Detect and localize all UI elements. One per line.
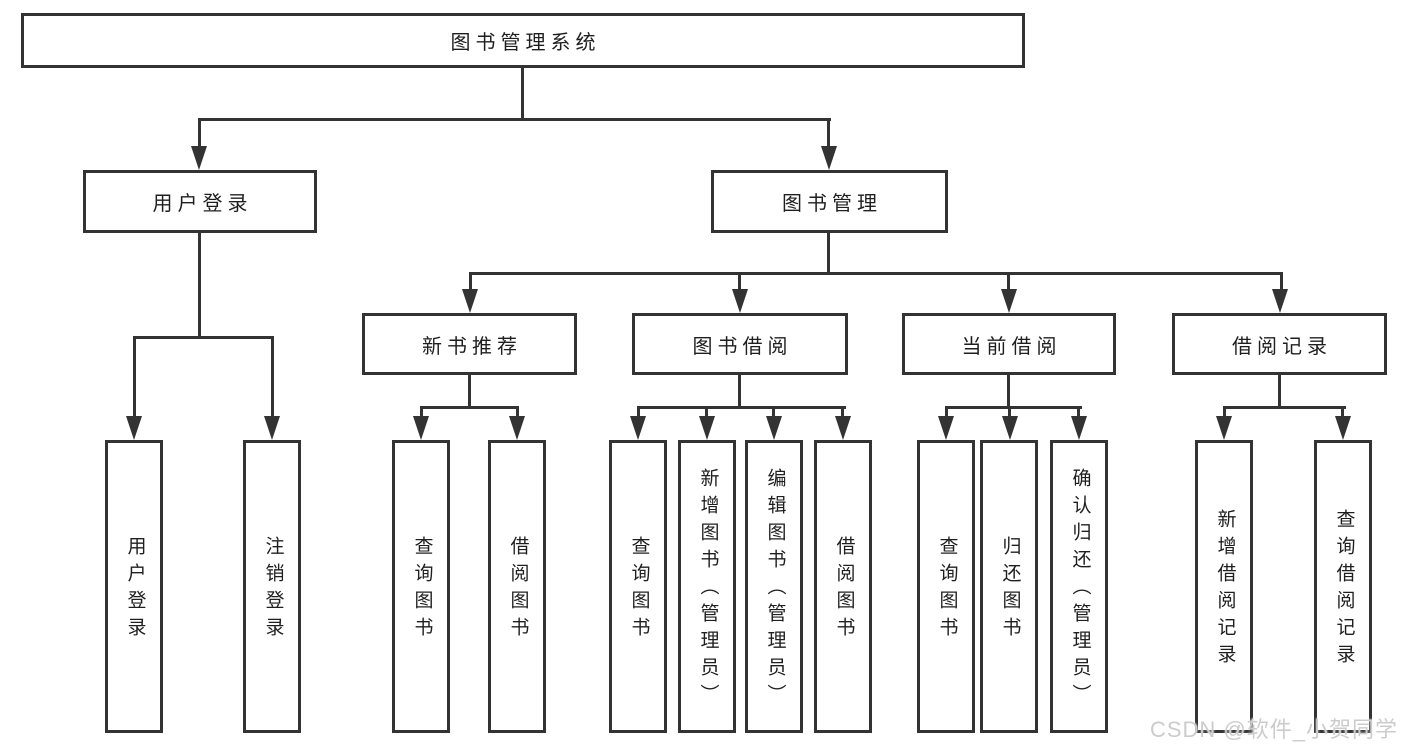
node-query-books-borrow: 查询图书 <box>609 440 667 733</box>
arrow-to-book-borrow <box>732 289 748 313</box>
node-user-login-module: 用户登录 <box>83 170 317 233</box>
connector-borrow-stem <box>738 375 741 409</box>
connector-bookmgmt-drop-3 <box>1007 272 1010 292</box>
connector-userlogin-drop-2 <box>271 336 274 421</box>
connector-userlogin-drop-1 <box>133 336 136 421</box>
connector-current-drop-2 <box>1008 406 1011 421</box>
connector-newbook-drop-2 <box>516 406 519 421</box>
node-user-login-leaf: 用户登录 <box>105 440 163 733</box>
connector-root-drop-right <box>827 118 830 150</box>
arrow-to-user-login <box>191 146 207 170</box>
connector-records-drop-1 <box>1223 406 1226 421</box>
connector-current-bar <box>945 406 1082 409</box>
node-query-books-current: 查询图书 <box>917 440 975 733</box>
connector-newbook-stem <box>468 375 471 409</box>
arrow-records-leaf-1 <box>1216 416 1232 440</box>
connector-records-drop-2 <box>1341 406 1344 421</box>
arrow-to-book-management <box>821 146 837 170</box>
arrow-borrow-leaf-2 <box>699 416 715 440</box>
connector-userlogin-stem <box>198 233 201 336</box>
connector-bookmgmt-bar <box>469 272 1283 275</box>
connector-records-stem <box>1278 375 1281 409</box>
arrow-borrow-leaf-4 <box>835 416 851 440</box>
connector-borrow-drop-3 <box>772 406 775 421</box>
node-borrow-books-newbook: 借阅图书 <box>488 440 546 733</box>
node-book-borrow: 图书借阅 <box>632 313 848 375</box>
node-borrow-records: 借阅记录 <box>1172 313 1387 375</box>
arrow-to-current-borrow <box>1001 289 1017 313</box>
connector-borrow-bar <box>637 406 846 409</box>
connector-bookmgmt-stem <box>827 233 830 272</box>
node-root: 图书管理系统 <box>21 13 1025 68</box>
arrow-current-leaf-3 <box>1071 416 1087 440</box>
arrow-current-leaf-2 <box>1002 416 1018 440</box>
node-logout-leaf: 注销登录 <box>243 440 301 733</box>
node-add-borrow-record: 新增借阅记录 <box>1195 440 1253 733</box>
arrow-borrow-leaf-3 <box>766 416 782 440</box>
node-confirm-return-admin: 确认归还（管理员） <box>1050 440 1108 733</box>
node-add-books-admin: 新增图书（管理员） <box>678 440 736 733</box>
connector-current-stem <box>1007 375 1010 409</box>
connector-current-drop-3 <box>1077 406 1080 421</box>
connector-borrow-drop-2 <box>705 406 708 421</box>
arrow-to-borrow-records <box>1272 289 1288 313</box>
arrow-records-leaf-2 <box>1335 416 1351 440</box>
node-return-books: 归还图书 <box>980 440 1038 733</box>
connector-bookmgmt-drop-4 <box>1280 272 1283 292</box>
connector-borrow-drop-4 <box>841 406 844 421</box>
node-book-management: 图书管理 <box>711 170 948 233</box>
node-new-book-recommend: 新书推荐 <box>362 313 577 375</box>
arrow-newbook-leaf-2 <box>509 416 525 440</box>
arrow-to-logout-leaf <box>264 416 280 440</box>
arrow-newbook-leaf-1 <box>413 416 429 440</box>
arrow-to-new-book-recommend <box>462 289 478 313</box>
arrow-borrow-leaf-1 <box>630 416 646 440</box>
connector-userlogin-bar <box>133 336 274 339</box>
arrow-current-leaf-1 <box>938 416 954 440</box>
connector-newbook-bar <box>420 406 519 409</box>
node-query-borrow-record: 查询借阅记录 <box>1314 440 1372 733</box>
connector-bookmgmt-drop-1 <box>469 272 472 292</box>
connector-root-drop-left <box>198 118 201 150</box>
connector-records-bar <box>1223 406 1346 409</box>
node-edit-books-admin: 编辑图书（管理员） <box>745 440 803 733</box>
connector-current-drop-1 <box>945 406 948 421</box>
connector-borrow-drop-1 <box>637 406 640 421</box>
csdn-watermark: CSDN @软件_小贺同学 <box>1149 717 1398 742</box>
node-current-borrow: 当前借阅 <box>902 313 1116 375</box>
connector-bookmgmt-drop-2 <box>738 272 741 292</box>
connector-root-stem <box>521 68 524 118</box>
arrow-to-user-login-leaf <box>126 416 142 440</box>
connector-newbook-drop-1 <box>420 406 423 421</box>
connector-root-bar <box>198 118 831 121</box>
node-query-books-newbook: 查询图书 <box>392 440 450 733</box>
node-borrow-books-leaf: 借阅图书 <box>814 440 872 733</box>
